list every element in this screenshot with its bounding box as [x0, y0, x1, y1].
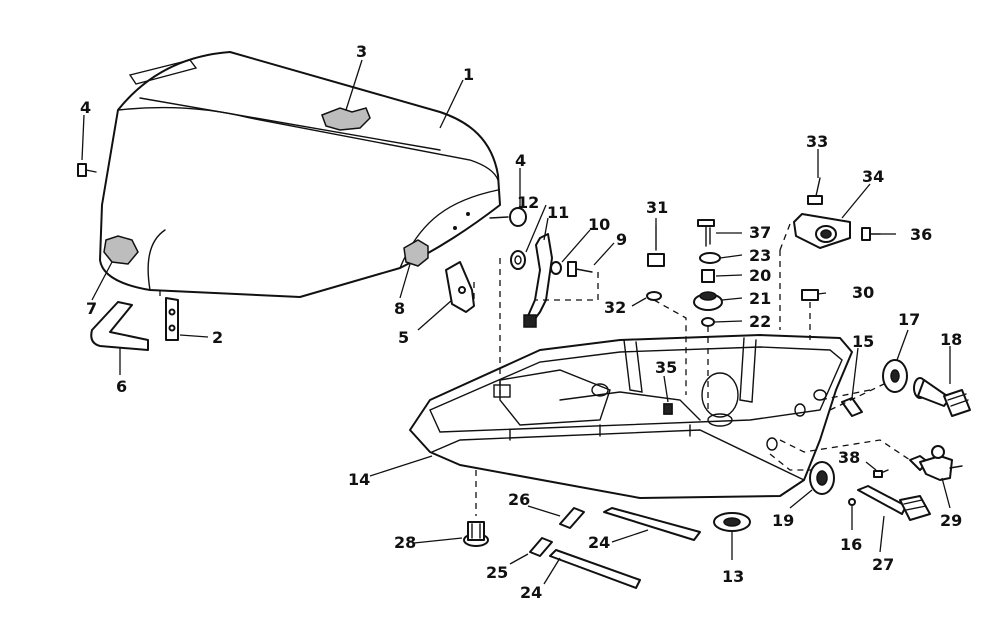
washer-12-part	[510, 250, 526, 270]
callout-4a: 4	[80, 98, 91, 117]
screw-31-part	[647, 225, 665, 267]
callout-20: 20	[749, 266, 771, 285]
callout-38: 38	[838, 448, 860, 467]
callout-1: 1	[463, 65, 474, 84]
callout-24a: 24	[588, 533, 610, 552]
pin-9-part	[567, 261, 593, 277]
callout-34: 34	[862, 167, 884, 186]
fastener-28-part	[463, 470, 489, 547]
callout-15: 15	[852, 332, 874, 351]
ball-16-part	[848, 498, 856, 506]
oring-32-part	[646, 291, 662, 301]
callout-22: 22	[749, 312, 771, 331]
grommet-17-part	[882, 359, 908, 393]
strip-24-upper-part	[603, 507, 701, 541]
screw-right-part	[489, 207, 527, 227]
callout-36: 36	[910, 225, 932, 244]
callout-26: 26	[508, 490, 530, 509]
engine-cover-part	[99, 51, 501, 298]
key-27-part	[857, 485, 931, 521]
callout-13: 13	[722, 567, 744, 586]
screw-33-part	[807, 177, 823, 205]
decal-top-part	[321, 107, 371, 131]
plug-26-part	[559, 507, 585, 529]
callout-19: 19	[772, 511, 794, 530]
callout-25: 25	[486, 563, 508, 582]
strip-24-lower-part	[549, 549, 641, 589]
decal-left-part	[103, 235, 139, 265]
grommet-19-part	[809, 461, 835, 495]
clip-35-part	[663, 403, 673, 415]
callout-28: 28	[394, 533, 416, 552]
callout-16: 16	[840, 535, 862, 554]
callout-14: 14	[348, 470, 370, 489]
screw-37-part	[697, 219, 715, 247]
lower-pan-part	[409, 334, 853, 499]
screw-30-part	[801, 289, 819, 340]
callout-33: 33	[806, 132, 828, 151]
callout-11: 11	[547, 203, 569, 222]
callout-10: 10	[588, 215, 610, 234]
callout-5: 5	[398, 328, 409, 347]
washer-10-part	[550, 261, 562, 275]
callout-labels: 1 2 3 4 4 5 6 7 8 9 10 11 12 13 14 15 16…	[80, 42, 962, 602]
callout-35: 35	[655, 358, 677, 377]
callout-6: 6	[116, 377, 127, 396]
callout-8: 8	[394, 299, 405, 318]
callout-3: 3	[356, 42, 367, 61]
callout-21: 21	[749, 289, 771, 308]
latch-lever-part	[527, 233, 553, 321]
callout-17: 17	[898, 310, 920, 329]
callout-12: 12	[517, 193, 539, 212]
callout-37: 37	[749, 223, 771, 242]
callout-29: 29	[940, 511, 962, 530]
lever-pad-part	[523, 314, 537, 328]
bracket-34-part	[793, 213, 851, 249]
callout-27: 27	[872, 555, 894, 574]
valve-29-part	[909, 445, 963, 481]
screw-36-part	[861, 227, 881, 241]
washer-23-part	[699, 252, 721, 264]
bracket-part	[159, 290, 179, 341]
mount-21-part	[693, 291, 723, 311]
callout-9: 9	[616, 230, 627, 249]
callout-23: 23	[749, 246, 771, 265]
callout-18: 18	[940, 330, 962, 349]
grommet-13-part	[713, 512, 751, 560]
plug-25-part	[529, 537, 553, 557]
callout-31: 31	[646, 198, 668, 217]
decal-right-part	[403, 239, 429, 267]
knob-18-part	[913, 377, 971, 417]
callout-4b: 4	[515, 151, 526, 170]
callout-30: 30	[852, 283, 874, 302]
callout-7: 7	[86, 299, 97, 318]
callout-24b: 24	[520, 583, 542, 602]
washer-22-part	[701, 317, 715, 327]
spacer-20-part	[701, 269, 715, 283]
assembly-dashed-lines	[499, 223, 911, 471]
screw-left-part	[77, 163, 97, 177]
callout-2: 2	[212, 328, 223, 347]
leader-lines	[81, 59, 951, 585]
callout-32: 32	[604, 298, 626, 317]
handle-part	[90, 301, 149, 351]
sleeve-15-part	[841, 397, 863, 417]
pin-38-part	[873, 469, 889, 478]
